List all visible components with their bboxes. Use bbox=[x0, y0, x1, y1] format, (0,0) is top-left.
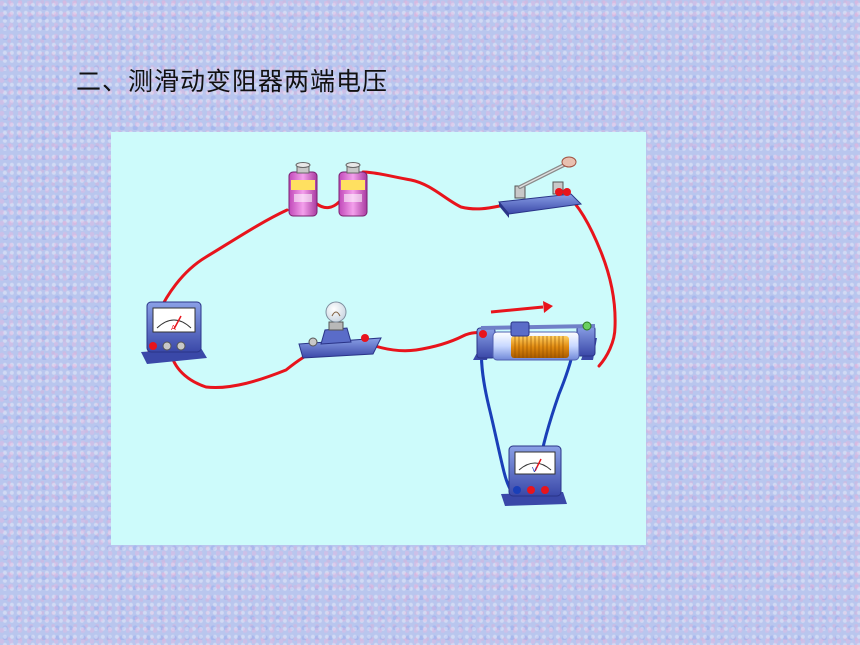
bulb-icon bbox=[298, 301, 382, 359]
battery-cell-1 bbox=[288, 162, 318, 217]
wire-between-cells bbox=[315, 200, 341, 210]
wire-ammeter-to-bulb bbox=[169, 348, 319, 390]
ammeter-dial-letter: A bbox=[171, 324, 176, 332]
voltmeter-icon: V bbox=[501, 445, 567, 506]
rheostat-icon bbox=[473, 321, 597, 361]
circuit-diagram: A bbox=[111, 132, 646, 545]
battery-cell-2 bbox=[338, 162, 368, 217]
slider-arrow-icon bbox=[490, 301, 553, 314]
voltmeter-dial-letter: V bbox=[532, 466, 537, 474]
switch-icon bbox=[498, 156, 583, 218]
ammeter-icon: A bbox=[141, 301, 207, 364]
wire-battery-to-switch bbox=[361, 170, 513, 211]
battery-icon bbox=[288, 162, 368, 217]
wire-bulb-to-rheostat bbox=[367, 331, 485, 353]
wire-switch-to-rheostat bbox=[564, 192, 617, 368]
slide-title: 二、测滑动变阻器两端电压 bbox=[76, 67, 389, 96]
